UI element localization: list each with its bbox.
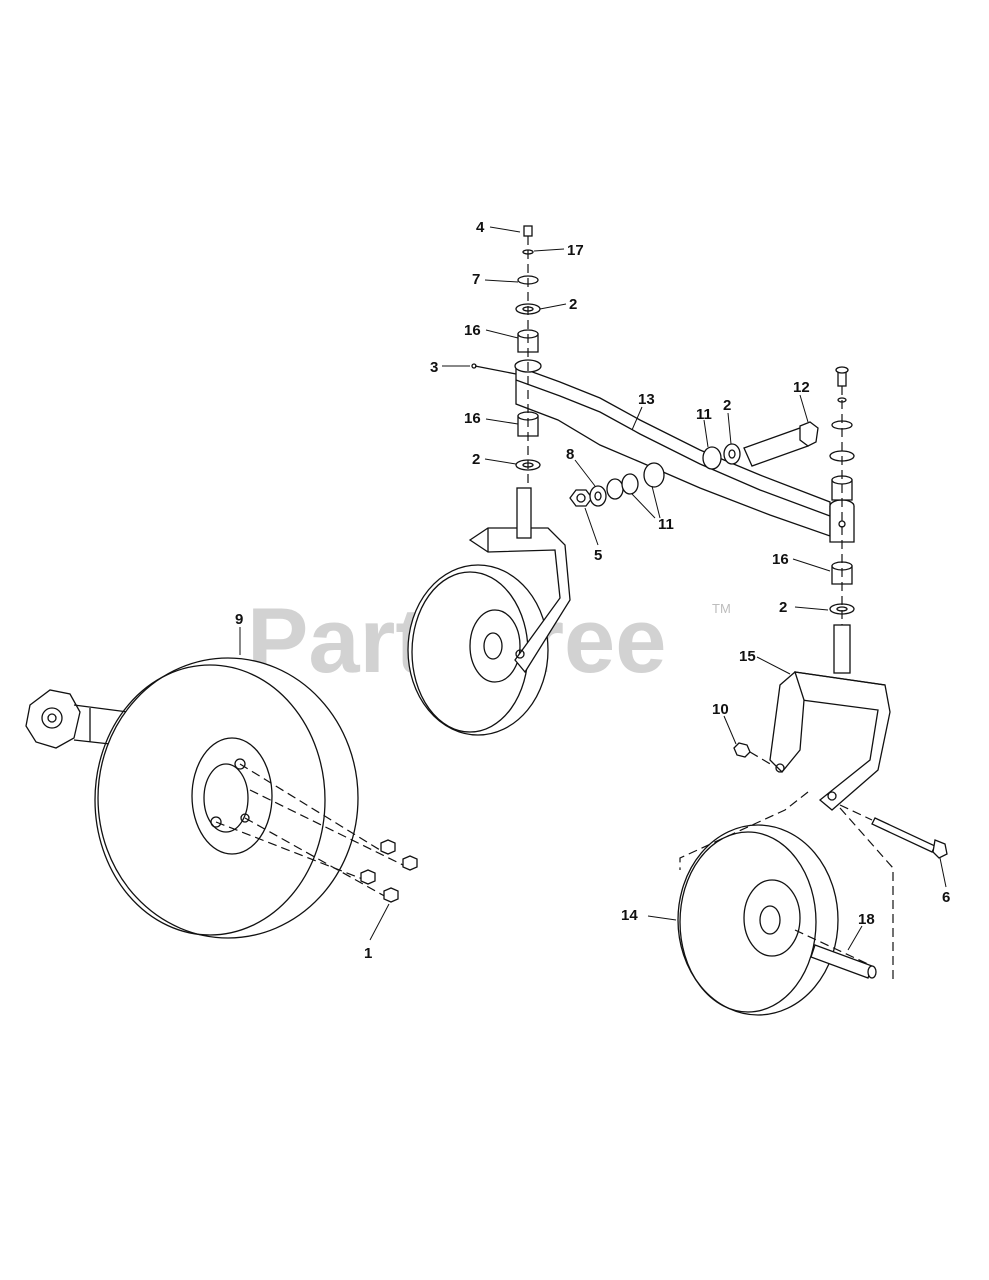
- callout-11-lower: 11: [658, 516, 674, 533]
- callout-4: 4: [476, 219, 485, 236]
- right-front-wheel: [677, 824, 839, 1016]
- fork-outline-guides: [679, 791, 894, 982]
- trademark-mark: TM: [712, 601, 731, 616]
- lug-nut-guides: [215, 763, 406, 899]
- callout-6: 6: [942, 889, 950, 906]
- callout-14: 14: [621, 907, 638, 924]
- callout-16-top: 16: [464, 322, 481, 339]
- callout-2-right: 2: [779, 599, 787, 616]
- right-pivot-stack: [829, 366, 855, 674]
- callout-8: 8: [566, 446, 574, 463]
- callout-1: 1: [364, 945, 372, 962]
- fork-bolt: [839, 804, 948, 859]
- callout-18: 18: [858, 911, 875, 928]
- callout-11-upper: 11: [696, 406, 712, 423]
- lug-nuts: [360, 839, 418, 903]
- fork-nut: [733, 742, 773, 766]
- callout-3: 3: [430, 359, 438, 376]
- callout-leaders: [239, 226, 947, 951]
- callout-16-right: 16: [772, 551, 789, 568]
- callout-labels: 4 17 7 2 16 3 16 2 8 5 13 11 2 12 11 16 …: [235, 219, 950, 962]
- callout-15: 15: [739, 648, 756, 665]
- callout-2-top: 2: [569, 296, 577, 313]
- left-front-fork: [468, 487, 571, 674]
- callout-13: 13: [638, 391, 655, 408]
- axle-pivot-parts: [569, 421, 819, 507]
- callout-16-middle: 16: [464, 410, 481, 427]
- rear-wheel: [94, 657, 359, 939]
- callout-2-axle: 2: [723, 397, 731, 414]
- callout-10: 10: [712, 701, 729, 718]
- callout-12: 12: [793, 379, 810, 396]
- callout-7: 7: [472, 271, 480, 288]
- callout-9: 9: [235, 611, 243, 628]
- left-pivot-stack: [471, 225, 541, 488]
- wheel-axle-shaft: [810, 944, 877, 979]
- callout-17: 17: [567, 242, 584, 259]
- right-front-fork: [769, 670, 891, 811]
- callout-5: 5: [594, 547, 602, 564]
- callout-2-left: 2: [472, 451, 480, 468]
